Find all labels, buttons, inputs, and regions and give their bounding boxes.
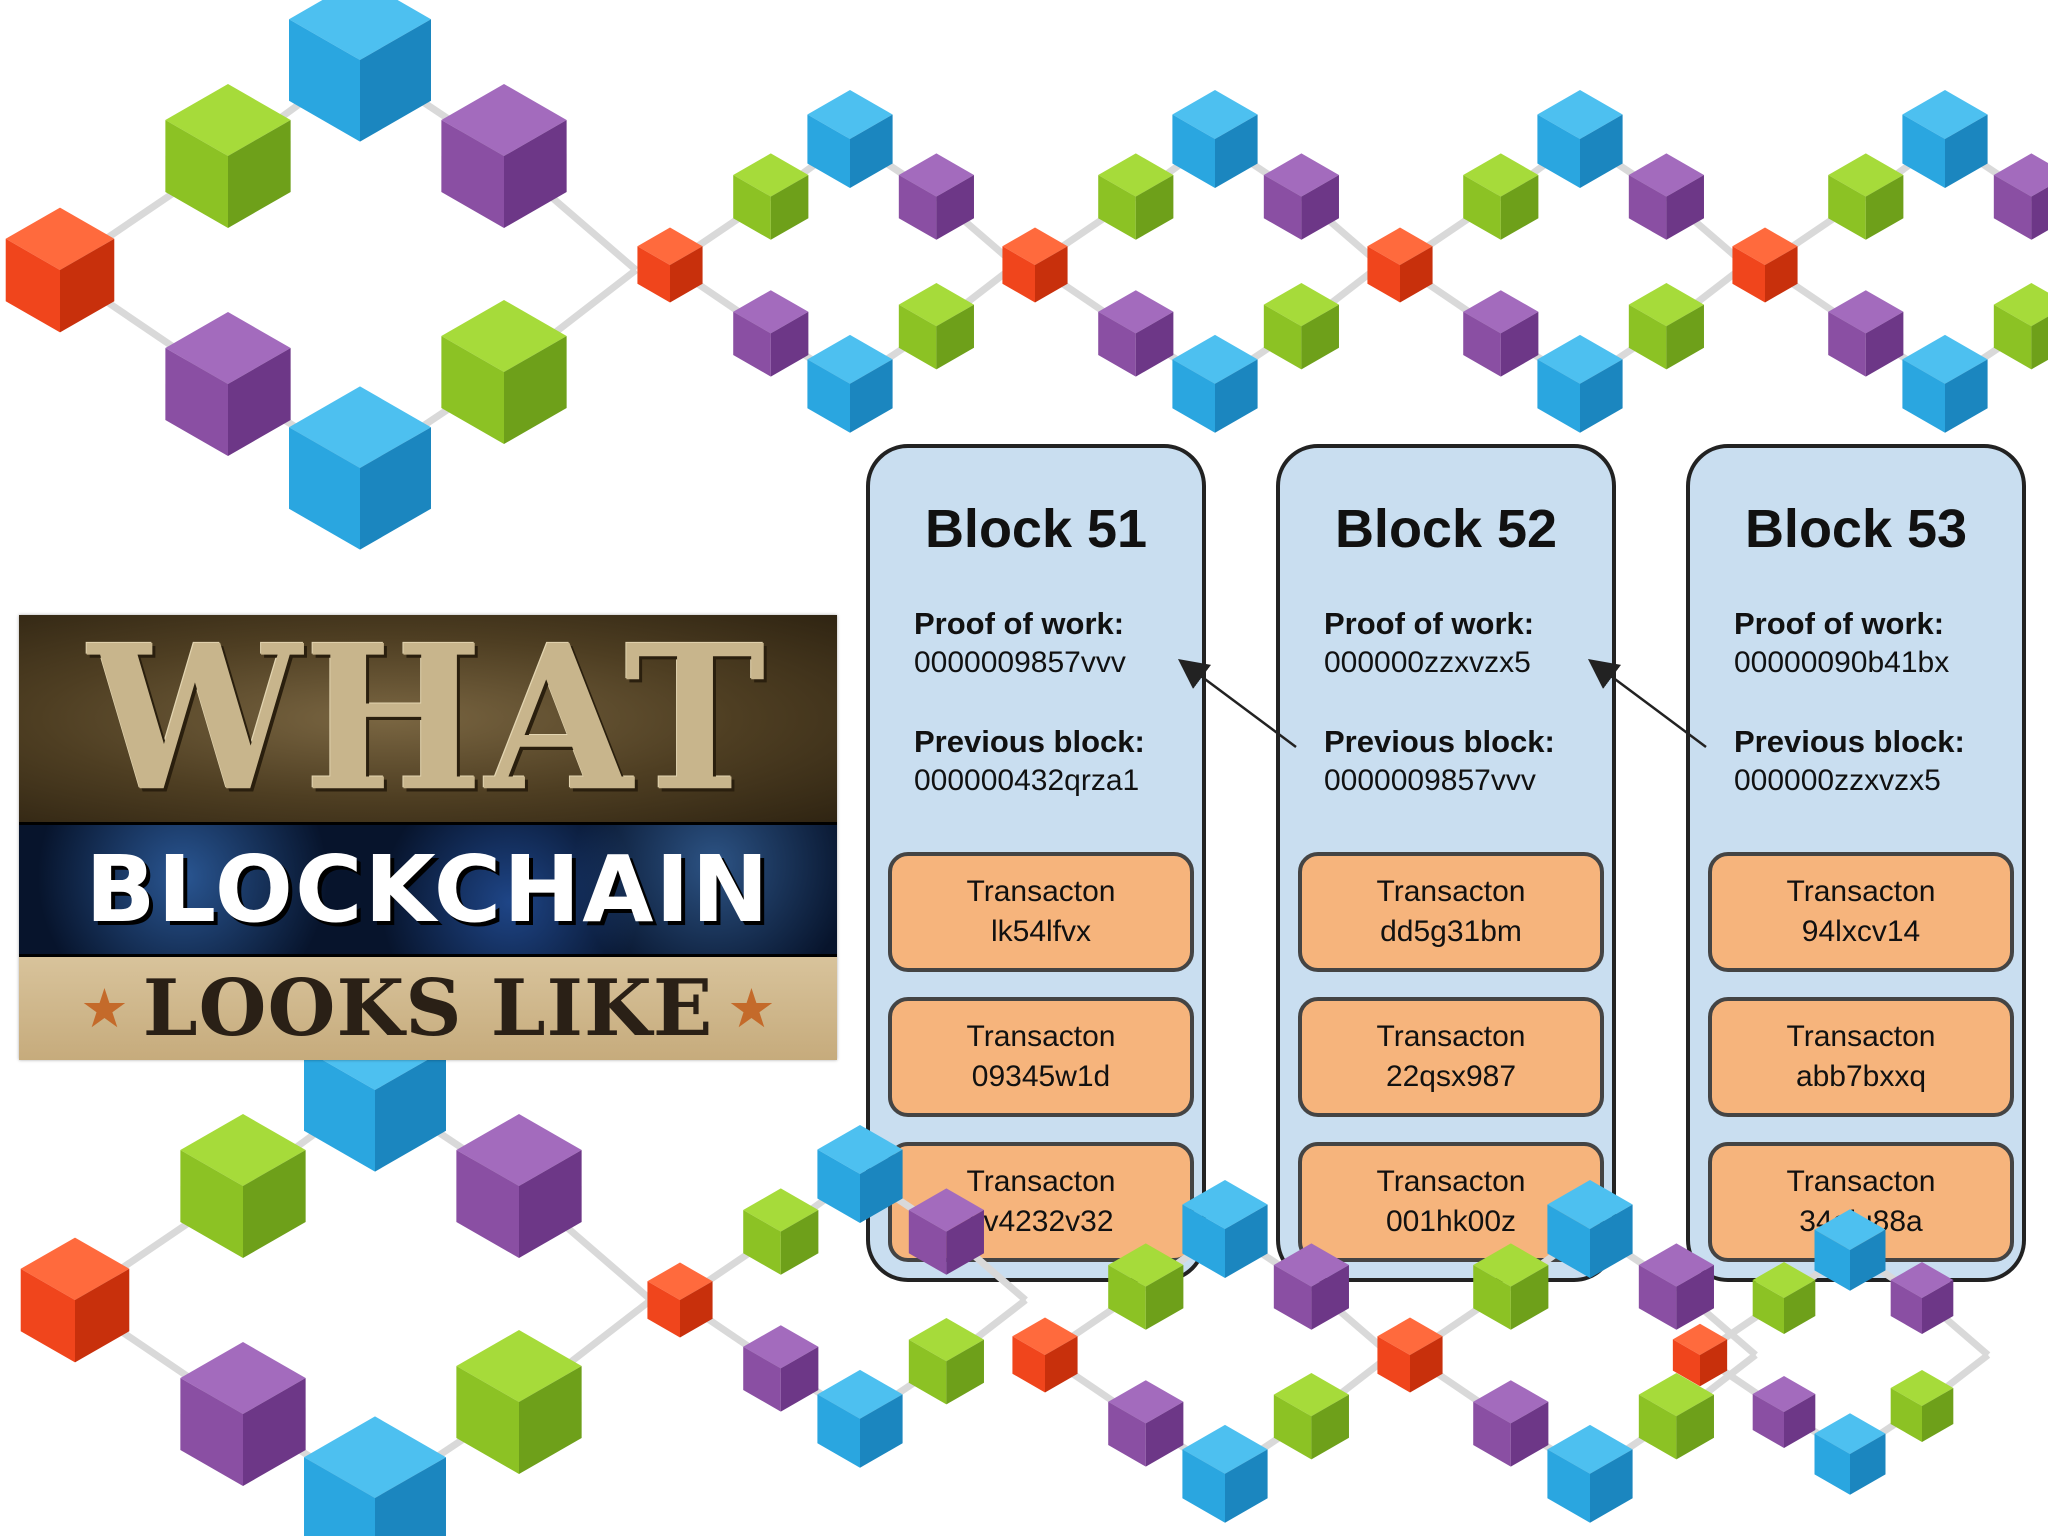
cube-icon (1098, 290, 1174, 377)
proof-of-work-value: 0000009857vvv (914, 646, 1126, 679)
cube-icon (1902, 90, 1988, 188)
previous-block-label: Previous block: (1734, 724, 1965, 759)
cube-icon (1537, 90, 1623, 188)
cube-icon (1463, 290, 1539, 377)
cube-icon (289, 386, 431, 550)
cube-icon (1002, 227, 1068, 303)
previous-block-value: 000000432qrza1 (914, 764, 1140, 797)
cube-icon (441, 84, 567, 228)
block-title: Block 53 (1744, 499, 1968, 559)
cube-icon (304, 1416, 446, 1536)
cube-icon (1828, 290, 1904, 377)
cube-icon (165, 312, 291, 456)
cube-icon (441, 300, 567, 444)
block-title: Block 52 (1334, 499, 1558, 559)
block-title: Block 51 (924, 499, 1148, 559)
proof-of-work-label: Proof of work: (914, 606, 1125, 641)
banner-looks-like: ★ LOOKS LIKE ★ (19, 957, 837, 1060)
cube-icon (1902, 334, 1988, 433)
cube-icon (1098, 153, 1174, 240)
cube-icon (1828, 153, 1904, 240)
block-51: Block 51 Proof of work: 0000009857vvv Pr… (866, 444, 1206, 1282)
cube-icon (456, 1330, 582, 1474)
cube-icon (165, 84, 291, 228)
cube-icon (637, 227, 703, 303)
cube-icon (1628, 283, 1704, 370)
cube-icon (1628, 153, 1704, 240)
banner-what: WHAT (19, 615, 837, 822)
banner-blockchain: BLOCKCHAIN (19, 822, 837, 957)
cube-icon (1172, 334, 1258, 433)
cube-icon (1263, 283, 1339, 370)
cube-icon (1732, 227, 1798, 303)
cube-icon (807, 90, 893, 188)
cube-icon (1263, 153, 1339, 240)
block-52: Block 52 Proof of work: 000000zzxvzx5 Pr… (1276, 444, 1616, 1282)
proof-of-work-label: Proof of work: (1734, 606, 1945, 641)
cube-icon (1993, 283, 2048, 370)
cube-icon (807, 334, 893, 433)
cube-icon (1367, 227, 1433, 303)
star-icon: ★ (80, 978, 129, 1039)
cube-icon (1993, 153, 2048, 240)
star-icon: ★ (727, 978, 776, 1039)
cube-icon (180, 1114, 306, 1258)
cube-icon (180, 1342, 306, 1486)
cube-icon (20, 1237, 130, 1363)
cube-icon (289, 0, 431, 142)
cube-icon (733, 153, 809, 240)
cube-icon (898, 153, 974, 240)
cube-icon (898, 283, 974, 370)
cube-icon (1463, 153, 1539, 240)
cube-icon (1172, 90, 1258, 188)
cube-icon (1537, 334, 1623, 433)
previous-block-value: 0000009857vvv (1324, 764, 1536, 797)
proof-of-work-value: 00000090b41bx (1734, 646, 1950, 679)
cube-icon (733, 290, 809, 377)
cube-icon (456, 1114, 582, 1258)
block-53: Block 53 Proof of work: 00000090b41bx Pr… (1686, 444, 2026, 1282)
proof-of-work-value: 000000zzxvzx5 (1324, 646, 1531, 679)
previous-block-label: Previous block: (914, 724, 1145, 759)
proof-of-work-label: Proof of work: (1324, 606, 1535, 641)
cube-icon (5, 207, 115, 333)
what-blockchain-looks-like-banner: WHAT BLOCKCHAIN ★ LOOKS LIKE ★ (19, 615, 837, 1060)
previous-block-value: 000000zzxvzx5 (1734, 764, 1941, 797)
previous-block-label: Previous block: (1324, 724, 1555, 759)
